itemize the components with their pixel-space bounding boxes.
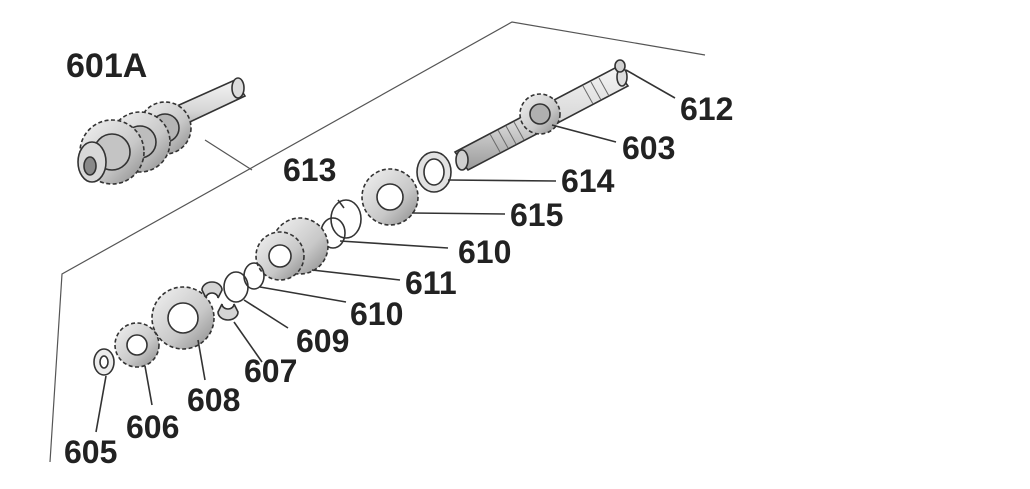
circlip-609 — [223, 271, 249, 303]
gear-615 — [361, 168, 419, 226]
assembled-shaft-601a — [77, 77, 247, 185]
frame-lines — [49, 21, 706, 463]
callout-610-lower: 610 — [350, 296, 403, 332]
callout-615: 615 — [510, 197, 563, 233]
callout-610-upper: 610 — [458, 234, 511, 270]
callout-603: 603 — [622, 130, 675, 166]
gear-611 — [255, 217, 329, 281]
washer-605 — [93, 348, 115, 376]
gear-606 — [114, 322, 160, 368]
callout-613: 613 — [283, 152, 336, 188]
callout-labels: 601A 612 603 614 615 613 610 611 610 609… — [64, 47, 733, 470]
needle-bearing-607 — [201, 281, 239, 321]
callout-614: 614 — [561, 163, 615, 199]
callout-611: 611 — [405, 265, 457, 301]
callout-608: 608 — [187, 382, 240, 418]
callout-605: 605 — [64, 434, 117, 470]
needle-bearing-614 — [416, 151, 452, 193]
circlip-612 — [614, 59, 626, 73]
assembly-label-601a: 601A — [66, 47, 147, 85]
callout-607: 607 — [244, 353, 297, 389]
mainshaft-603 — [453, 66, 630, 172]
callout-606: 606 — [126, 409, 179, 445]
leader-lines — [95, 69, 676, 433]
thrust-washer-610-lower — [243, 262, 265, 290]
callout-612: 612 — [680, 91, 733, 127]
gear-608 — [151, 286, 215, 350]
callout-609: 609 — [296, 323, 349, 359]
